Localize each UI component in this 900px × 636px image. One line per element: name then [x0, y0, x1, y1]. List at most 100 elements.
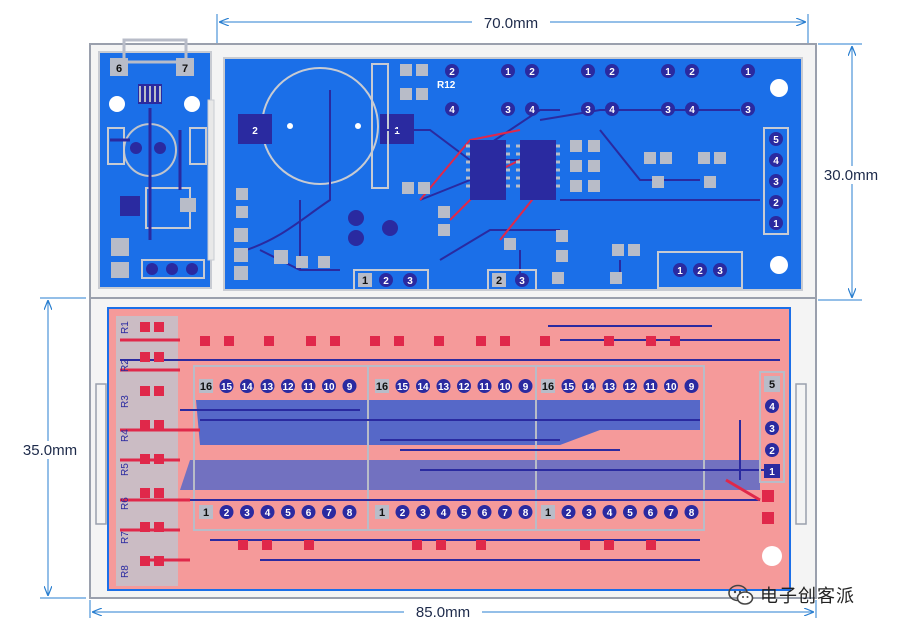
relay-top-pin: 2 [529, 67, 535, 78]
ic-pin-pad [342, 379, 357, 393]
relay-top-pin: 2 [689, 67, 695, 78]
relay-top-pin: 1 [745, 67, 751, 78]
ic-bottom-pin-number: 7 [502, 508, 508, 519]
bottom-module: R1 R2 R3 R4 R5 R6 R7 R8 [95, 307, 807, 591]
small-header-top: 2 3 [487, 269, 537, 291]
ic-pin-pad [436, 505, 451, 519]
resistor-label: R4 [120, 429, 131, 442]
resistor-label: R8 [120, 565, 131, 578]
relay-bottom-pin: 3 [745, 105, 751, 116]
ic-top-pin-number: 11 [479, 382, 490, 393]
usb-pin-7: 7 [182, 63, 188, 75]
bottom-width-label: 85.0mm [416, 604, 470, 621]
ic-pin-pad [322, 379, 336, 393]
ic-top-pin-number: 9 [347, 382, 353, 393]
relay-bottom-pin: 3 [665, 105, 671, 116]
ic-pin-pad [623, 379, 637, 393]
ic-bottom-pin-number: 2 [400, 508, 406, 519]
bottom-header-pin: 5 [769, 379, 775, 391]
ic-pin-pad [199, 379, 213, 393]
small-header-pin: 2 [496, 275, 502, 287]
top-header-pin: 2 [773, 198, 779, 209]
ic-pin-pad [457, 505, 471, 519]
relay-bottom-pin: 4 [449, 105, 455, 116]
ic-top-pin-number: 15 [397, 382, 409, 393]
ic-pin-pad [395, 379, 410, 393]
resistor-label: R6 [120, 497, 131, 510]
dimension-left: 35.0mm [12, 297, 88, 599]
small-header-pin: 3 [519, 276, 525, 287]
ic-pin-pad [301, 505, 316, 519]
ic-bottom-pin-number: 5 [627, 508, 633, 519]
ic-top-pin-number: 13 [262, 382, 274, 393]
bottom-header-top: 1 2 3 [353, 269, 429, 291]
left-height-label: 35.0mm [23, 442, 77, 459]
ic-bottom-pin-number: 4 [265, 508, 271, 519]
ic-pin-pad [436, 379, 451, 393]
ic-top-pin-number: 14 [417, 382, 429, 393]
ic-bottom-pin-number: 8 [523, 508, 529, 519]
ic-pin-pad [541, 505, 555, 519]
ic-bottom-pin-number: 1 [203, 507, 209, 519]
relay-top-pin: 2 [609, 67, 615, 78]
ic-pin-pad [643, 379, 658, 393]
right-header-bottom: 5 4 3 2 1 [759, 371, 785, 483]
relay-top-pin: 1 [585, 67, 591, 78]
top-header-pin: 3 [773, 177, 779, 188]
usb-pin-6: 6 [116, 63, 122, 75]
ic-bottom-pin-number: 3 [420, 508, 426, 519]
ic-bottom-pin-number: 6 [482, 508, 488, 519]
ic-pin-pad [518, 379, 533, 393]
ic-pin-pad [684, 379, 699, 393]
ic-top-pin-number: 11 [645, 382, 656, 393]
pot-pin: 2 [697, 266, 703, 277]
resistor-label: R3 [120, 395, 131, 408]
ic-pin-pad [281, 379, 295, 393]
bottom-header-pin: 2 [383, 276, 389, 287]
ic-top-pin-number: 12 [624, 382, 636, 393]
ic-pin-pad [582, 505, 596, 519]
relay-bottom-pin: 4 [529, 105, 535, 116]
resistor-labels: R1 R2 R3 R4 R5 R6 R7 R8 [120, 321, 131, 578]
resistor-label: R5 [120, 463, 131, 476]
top-header-pin: 5 [773, 135, 779, 146]
ic-top-pin-number: 16 [200, 381, 212, 393]
ic-pin-pad [416, 505, 430, 519]
ic-pin-pad [684, 505, 699, 519]
ic-pin-pad [582, 379, 596, 393]
ic-pin-pad [477, 379, 492, 393]
watermark: 电子创客派 [728, 582, 855, 608]
right-header-top: 5 4 3 2 1 [763, 127, 789, 235]
ic-top-pin-number: 13 [438, 382, 450, 393]
ic-bottom-pin-number: 4 [441, 508, 447, 519]
ic-bottom-pin-number: 6 [648, 508, 654, 519]
ic-bottom-pin-number: 8 [689, 508, 695, 519]
ic-pin-pad [623, 505, 637, 519]
battery-pin-2: 2 [252, 126, 258, 137]
ic-bottom-pin-number: 7 [668, 508, 674, 519]
ic-bottom-pin-number: 7 [326, 508, 332, 519]
ic-pin-pad [240, 505, 254, 519]
wechat-icon [728, 584, 754, 605]
pot-pin: 1 [677, 266, 683, 277]
relay-bottom-pin: 4 [689, 105, 695, 116]
ic-pin-pad [281, 505, 295, 519]
ic-pin-pad [219, 379, 234, 393]
top-header-pin: 4 [773, 156, 779, 167]
ic-pin-pad [643, 505, 658, 519]
ic-pin-pad [240, 379, 254, 393]
ic-pin-pad [260, 505, 275, 519]
ic-pin-pad [322, 505, 336, 519]
ic-bottom-pin-number: 2 [224, 508, 230, 519]
ic-pin-pad [498, 379, 512, 393]
ic-pin-pad [342, 505, 357, 519]
relay-top-pin: 1 [505, 67, 511, 78]
relay-pads: 2 1 2 1 2 1 2 1 4 3 4 3 4 3 4 3 [445, 64, 755, 116]
ic-top-pin-number: 10 [499, 382, 511, 393]
ic-bottom-pin-number: 1 [379, 507, 385, 519]
right-height-label: 30.0mm [824, 167, 878, 184]
relay-bottom-pin: 3 [505, 105, 511, 116]
ic-bottom-pin-number: 3 [586, 508, 592, 519]
